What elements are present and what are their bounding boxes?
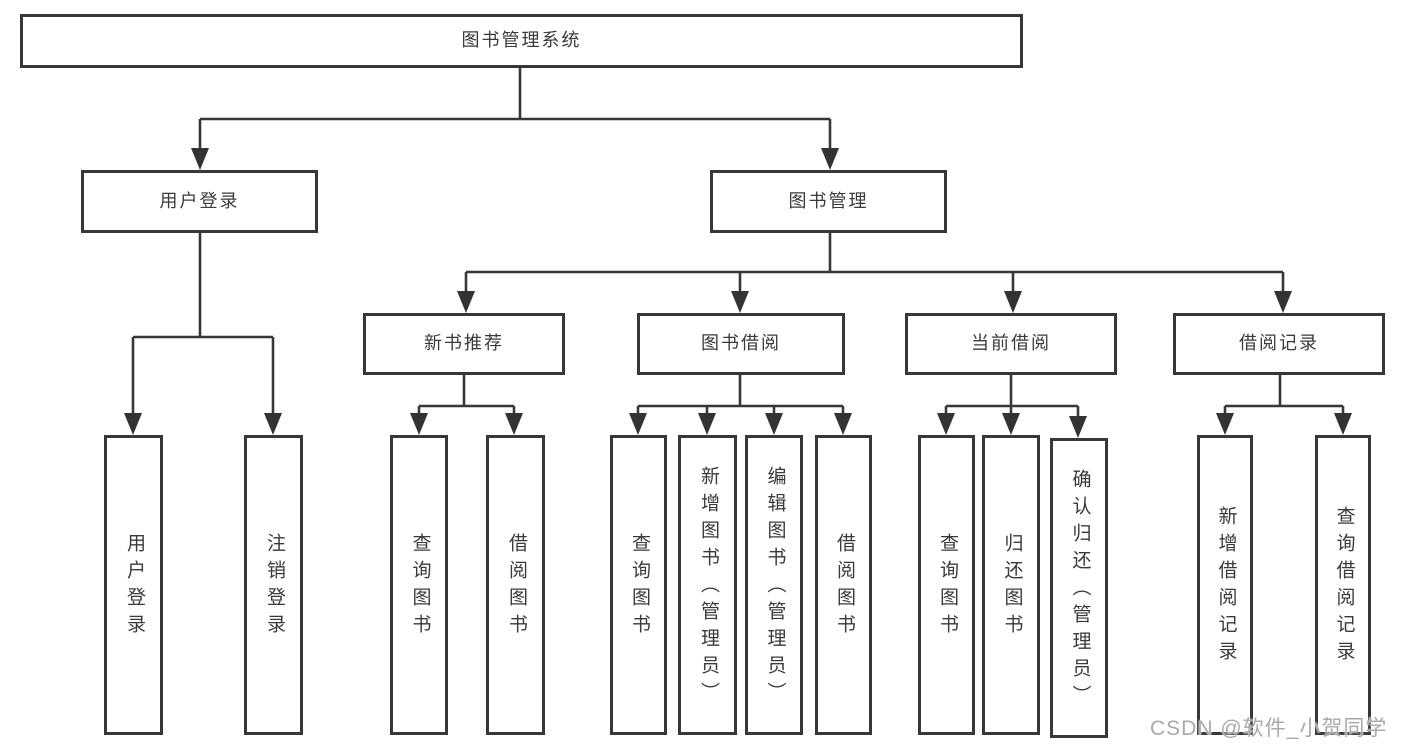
leaf-query-book-3: 查询图书 — [918, 435, 975, 735]
leaf-borrow-book-2: 借阅图书 — [815, 435, 872, 735]
node-borrow-record: 借阅记录 — [1173, 313, 1385, 375]
leaf-query-book-1: 查询图书 — [390, 435, 448, 735]
leaf-add-book-admin: 新增图书（管理员） — [678, 435, 737, 735]
leaf-edit-book-admin: 编辑图书（管理员） — [745, 435, 803, 735]
leaf-query-book-2: 查询图书 — [610, 435, 667, 735]
connector-new-book — [410, 375, 523, 435]
node-new-book-recommend: 新书推荐 — [363, 313, 565, 375]
node-book-management: 图书管理 — [710, 170, 947, 233]
leaf-add-borrow-record: 新增借阅记录 — [1197, 435, 1253, 735]
connector-book-borrow — [629, 375, 852, 435]
connector-user-login — [124, 233, 282, 435]
leaf-borrow-book-1: 借阅图书 — [486, 435, 545, 735]
csdn-watermark: CSDN @软件_小贺同学 — [1150, 717, 1388, 740]
connector-current-borrow — [937, 375, 1087, 438]
connector-borrow-record — [1216, 375, 1352, 435]
node-current-borrow: 当前借阅 — [905, 313, 1117, 375]
node-book-borrow: 图书借阅 — [637, 313, 845, 375]
connector-book-management — [457, 233, 1292, 313]
leaf-user-login: 用户登录 — [104, 435, 163, 735]
node-user-login: 用户登录 — [81, 170, 318, 233]
leaf-query-borrow-record: 查询借阅记录 — [1315, 435, 1371, 735]
connector-root — [191, 68, 839, 170]
node-library-management-system: 图书管理系统 — [20, 14, 1023, 68]
leaf-logout: 注销登录 — [244, 435, 303, 735]
leaf-confirm-return-admin: 确认归还（管理员） — [1050, 438, 1108, 738]
leaf-return-book: 归还图书 — [982, 435, 1040, 735]
